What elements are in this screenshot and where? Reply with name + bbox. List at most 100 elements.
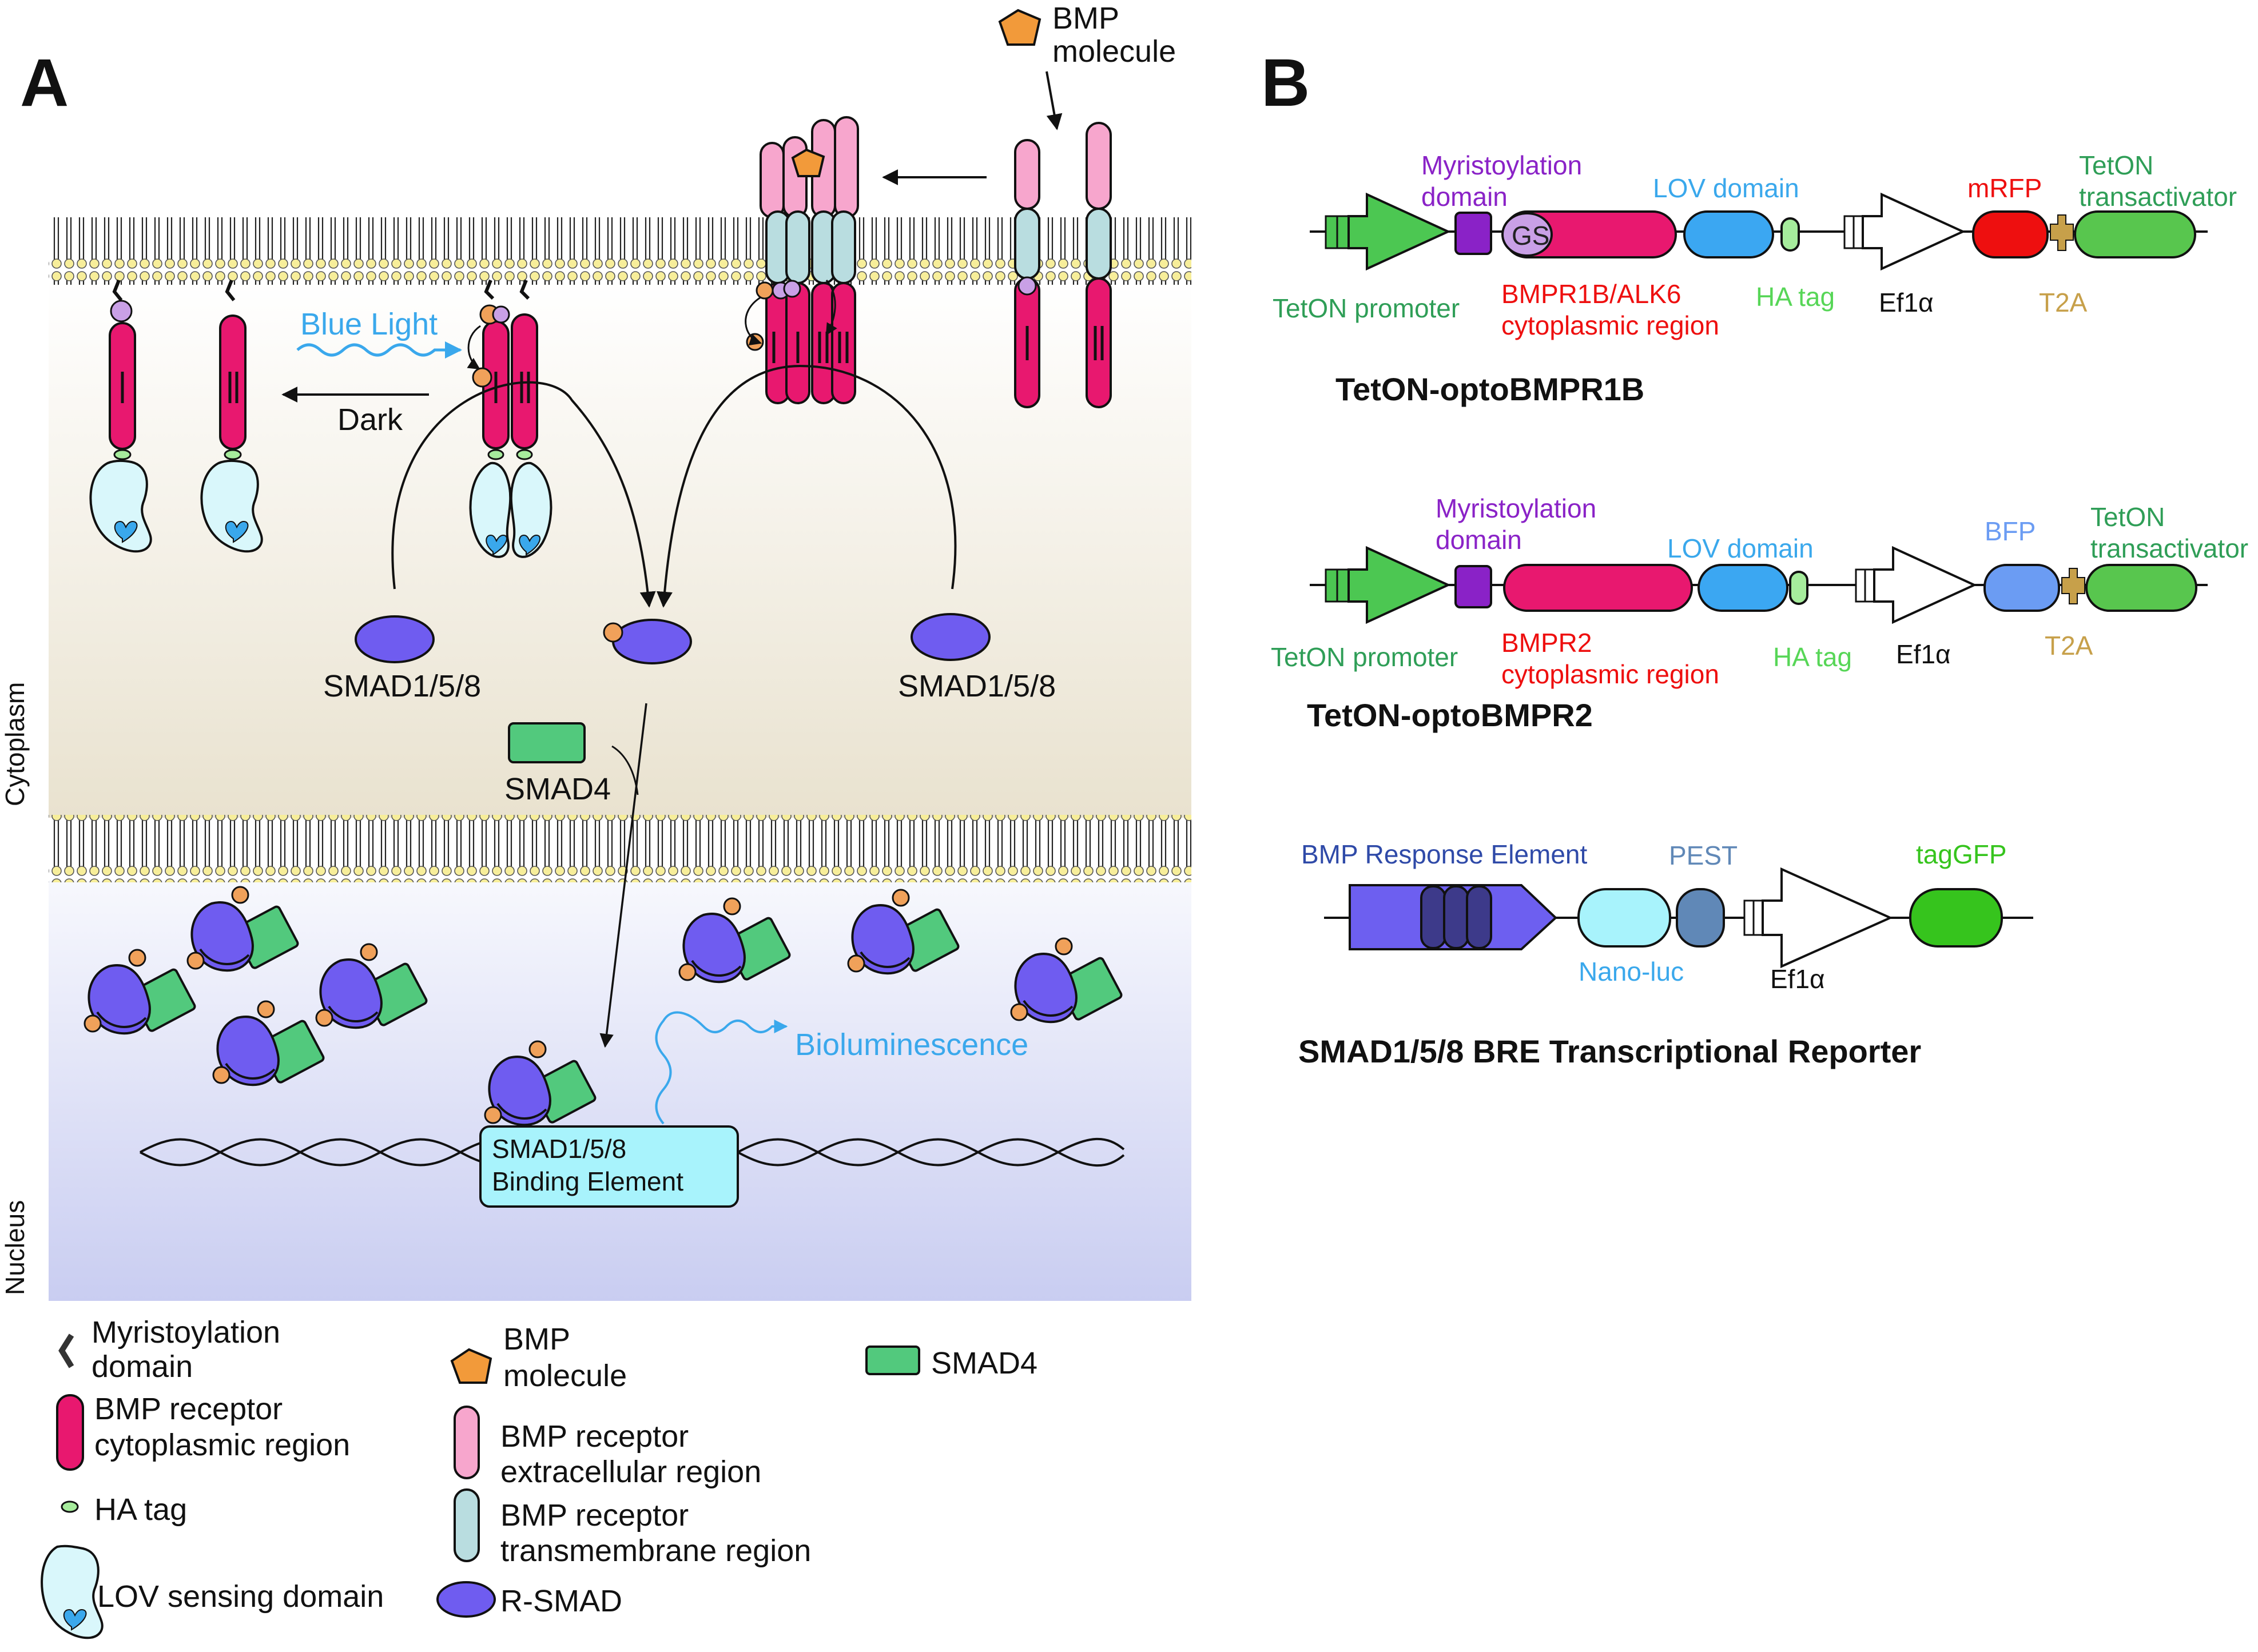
c1-cytoplasmic-1: BMPR1B/ALK6 xyxy=(1501,279,1681,309)
c3-pest xyxy=(1676,888,1725,948)
legend-myristoylation-2: domain xyxy=(92,1350,193,1384)
bmp-molecule-icon xyxy=(998,9,1041,46)
binding-element-label-1: SMAD1/5/8 xyxy=(492,1134,626,1164)
c3-taggfp xyxy=(1909,888,2003,948)
c2-myristoylation xyxy=(1454,565,1492,608)
smad-phospho-site xyxy=(603,622,623,643)
c1-myristoylation-1: Myristoylation xyxy=(1421,150,1582,180)
legend-myristoylation-1: Myristoylation xyxy=(92,1315,280,1350)
c1-tetON-promoter xyxy=(1347,192,1451,271)
c2-lov-label: LOV domain xyxy=(1667,534,1814,563)
c2-myristoylation-2: domain xyxy=(1436,525,1522,555)
binding-element-box xyxy=(479,1125,739,1208)
c2-cytoplasmic-2: cytoplasmic region xyxy=(1501,659,1719,689)
smad-activation-arc-right xyxy=(656,364,957,608)
panel-b: B GS Myristoylation domain LOV domain mR… xyxy=(1261,45,2248,1069)
legend-rsmad-icon xyxy=(436,1581,496,1618)
c3-title: SMAD1/5/8 BRE Transcriptional Reporter xyxy=(1298,1033,1921,1069)
panel-label-b: B xyxy=(1261,45,1310,121)
panel-a: A Cytoplasm Nucleus BMP molecule xyxy=(0,1,1191,1301)
legend-extracellular-2: extracellular region xyxy=(500,1455,761,1489)
legend-lov-label: LOV sensing domain xyxy=(97,1579,384,1614)
c1-t2a xyxy=(2050,214,2074,251)
legend-myristoylation-icon xyxy=(58,1333,74,1368)
smad4-box xyxy=(508,722,586,763)
free-receptor-type2 xyxy=(1086,122,1112,408)
c1-ha xyxy=(1780,217,1800,252)
dna-strand-1 xyxy=(140,1137,1125,1167)
c2-ef1a-label: Ef1α xyxy=(1896,639,1951,669)
c1-gs xyxy=(1501,212,1553,257)
c2-ha-label: HA tag xyxy=(1773,642,1852,672)
legend-transmembrane-icon xyxy=(454,1488,480,1562)
c1-t2a-label: T2A xyxy=(2039,288,2088,317)
dna-strand-2 xyxy=(140,1138,1125,1167)
c2-title: TetON-optoBMPR2 xyxy=(1307,697,1593,733)
c1-myristoylation xyxy=(1454,212,1492,255)
legend-lov-icon xyxy=(41,1544,104,1639)
legend-transmembrane-2: transmembrane region xyxy=(500,1534,811,1568)
construct-3: BMP Response Element PEST tagGFP Nano-lu… xyxy=(1298,839,2033,1069)
c3-ef1a xyxy=(1762,867,1893,969)
c1-mrfp xyxy=(1972,210,2049,258)
c2-tetON-promoter xyxy=(1347,546,1451,624)
c1-promoter-label: TetON promoter xyxy=(1273,293,1460,323)
c1-cytoplasmic-2: cytoplasmic region xyxy=(1501,311,1719,340)
smad158-right-label: SMAD1/5/8 xyxy=(898,669,1056,703)
bound-receptor-complex xyxy=(745,116,859,404)
bmp-molecule-label-1: BMP xyxy=(1052,1,1119,35)
c1-mrfp-label: mRFP xyxy=(1967,173,2042,203)
smad-r-phosphorylated xyxy=(612,619,692,664)
legend-smad4-label: SMAD4 xyxy=(931,1346,1037,1380)
c2-transactivator-2: transactivator xyxy=(2090,534,2248,563)
legend-ha-tag-label: HA tag xyxy=(94,1492,187,1527)
c2-t2a-label: T2A xyxy=(2045,631,2093,660)
c1-transactivator xyxy=(2074,210,2196,258)
legend-ha-tag-icon xyxy=(61,1500,79,1513)
legend-bmp-icon xyxy=(450,1348,492,1384)
c3-nanoluc xyxy=(1577,888,1671,948)
c2-cytoplasmic-1: BMPR2 xyxy=(1501,628,1592,658)
nucleus-label: Nucleus xyxy=(0,1200,30,1295)
c2-bfp-label: BFP xyxy=(1985,516,2036,546)
smad-complex-group xyxy=(84,886,1123,1126)
c1-lov xyxy=(1683,210,1774,258)
smad158-left-label: SMAD1/5/8 xyxy=(323,669,481,703)
nuclear-membrane xyxy=(49,815,1191,882)
construct-1: GS Myristoylation domain LOV domain mRFP… xyxy=(1273,150,2237,407)
c1-myristoylation-2: domain xyxy=(1421,182,1508,212)
c1-ha-label: HA tag xyxy=(1756,282,1835,312)
bmp-arrow xyxy=(1045,71,1063,130)
c2-lov xyxy=(1698,564,1788,612)
smad-activation-arc-left xyxy=(391,381,656,608)
c1-title: TetON-optoBMPR1B xyxy=(1335,371,1644,407)
legend-lov-heart xyxy=(63,1609,87,1631)
legend-cytoplasmic-icon xyxy=(56,1394,84,1471)
c2-myristoylation-1: Myristoylation xyxy=(1436,493,1596,523)
blue-light-label: Blue Light xyxy=(300,307,438,341)
c2-transactivator xyxy=(2085,564,2197,612)
cytoplasm-label: Cytoplasm xyxy=(0,682,30,806)
legend-cytoplasmic-2: cytoplasmic region xyxy=(94,1428,350,1462)
c1-gs-label: GS xyxy=(1512,221,1549,250)
panel-label-a: A xyxy=(20,45,69,121)
legend-rsmad-label: R-SMAD xyxy=(500,1584,622,1618)
nuclear-import-arrow xyxy=(599,703,647,1048)
c1-ef1a xyxy=(1862,192,1966,271)
smad-r-right xyxy=(911,613,991,661)
c2-ef1a xyxy=(1873,546,1977,624)
c2-bfp xyxy=(1983,564,2060,612)
plasma-membrane xyxy=(49,217,1191,285)
opto-receptor-type2-monomer xyxy=(200,279,263,553)
c3-ef1a-label: Ef1α xyxy=(1770,964,1825,994)
c3-taggfp-label: tagGFP xyxy=(1916,839,2007,869)
legend-bmp-1: BMP xyxy=(503,1322,570,1356)
legend-extracellular-icon xyxy=(454,1406,480,1479)
c1-transactivator-2: transactivator xyxy=(2079,182,2237,212)
construct-2: Myristoylation domain LOV domain BFP Tet… xyxy=(1271,493,2248,733)
legend: Myristoylation domain BMP receptor cytop… xyxy=(41,1315,1037,1639)
legend-cytoplasmic-1: BMP receptor xyxy=(94,1392,283,1426)
dark-label: Dark xyxy=(337,403,403,437)
legend-smad4-icon xyxy=(865,1346,920,1375)
